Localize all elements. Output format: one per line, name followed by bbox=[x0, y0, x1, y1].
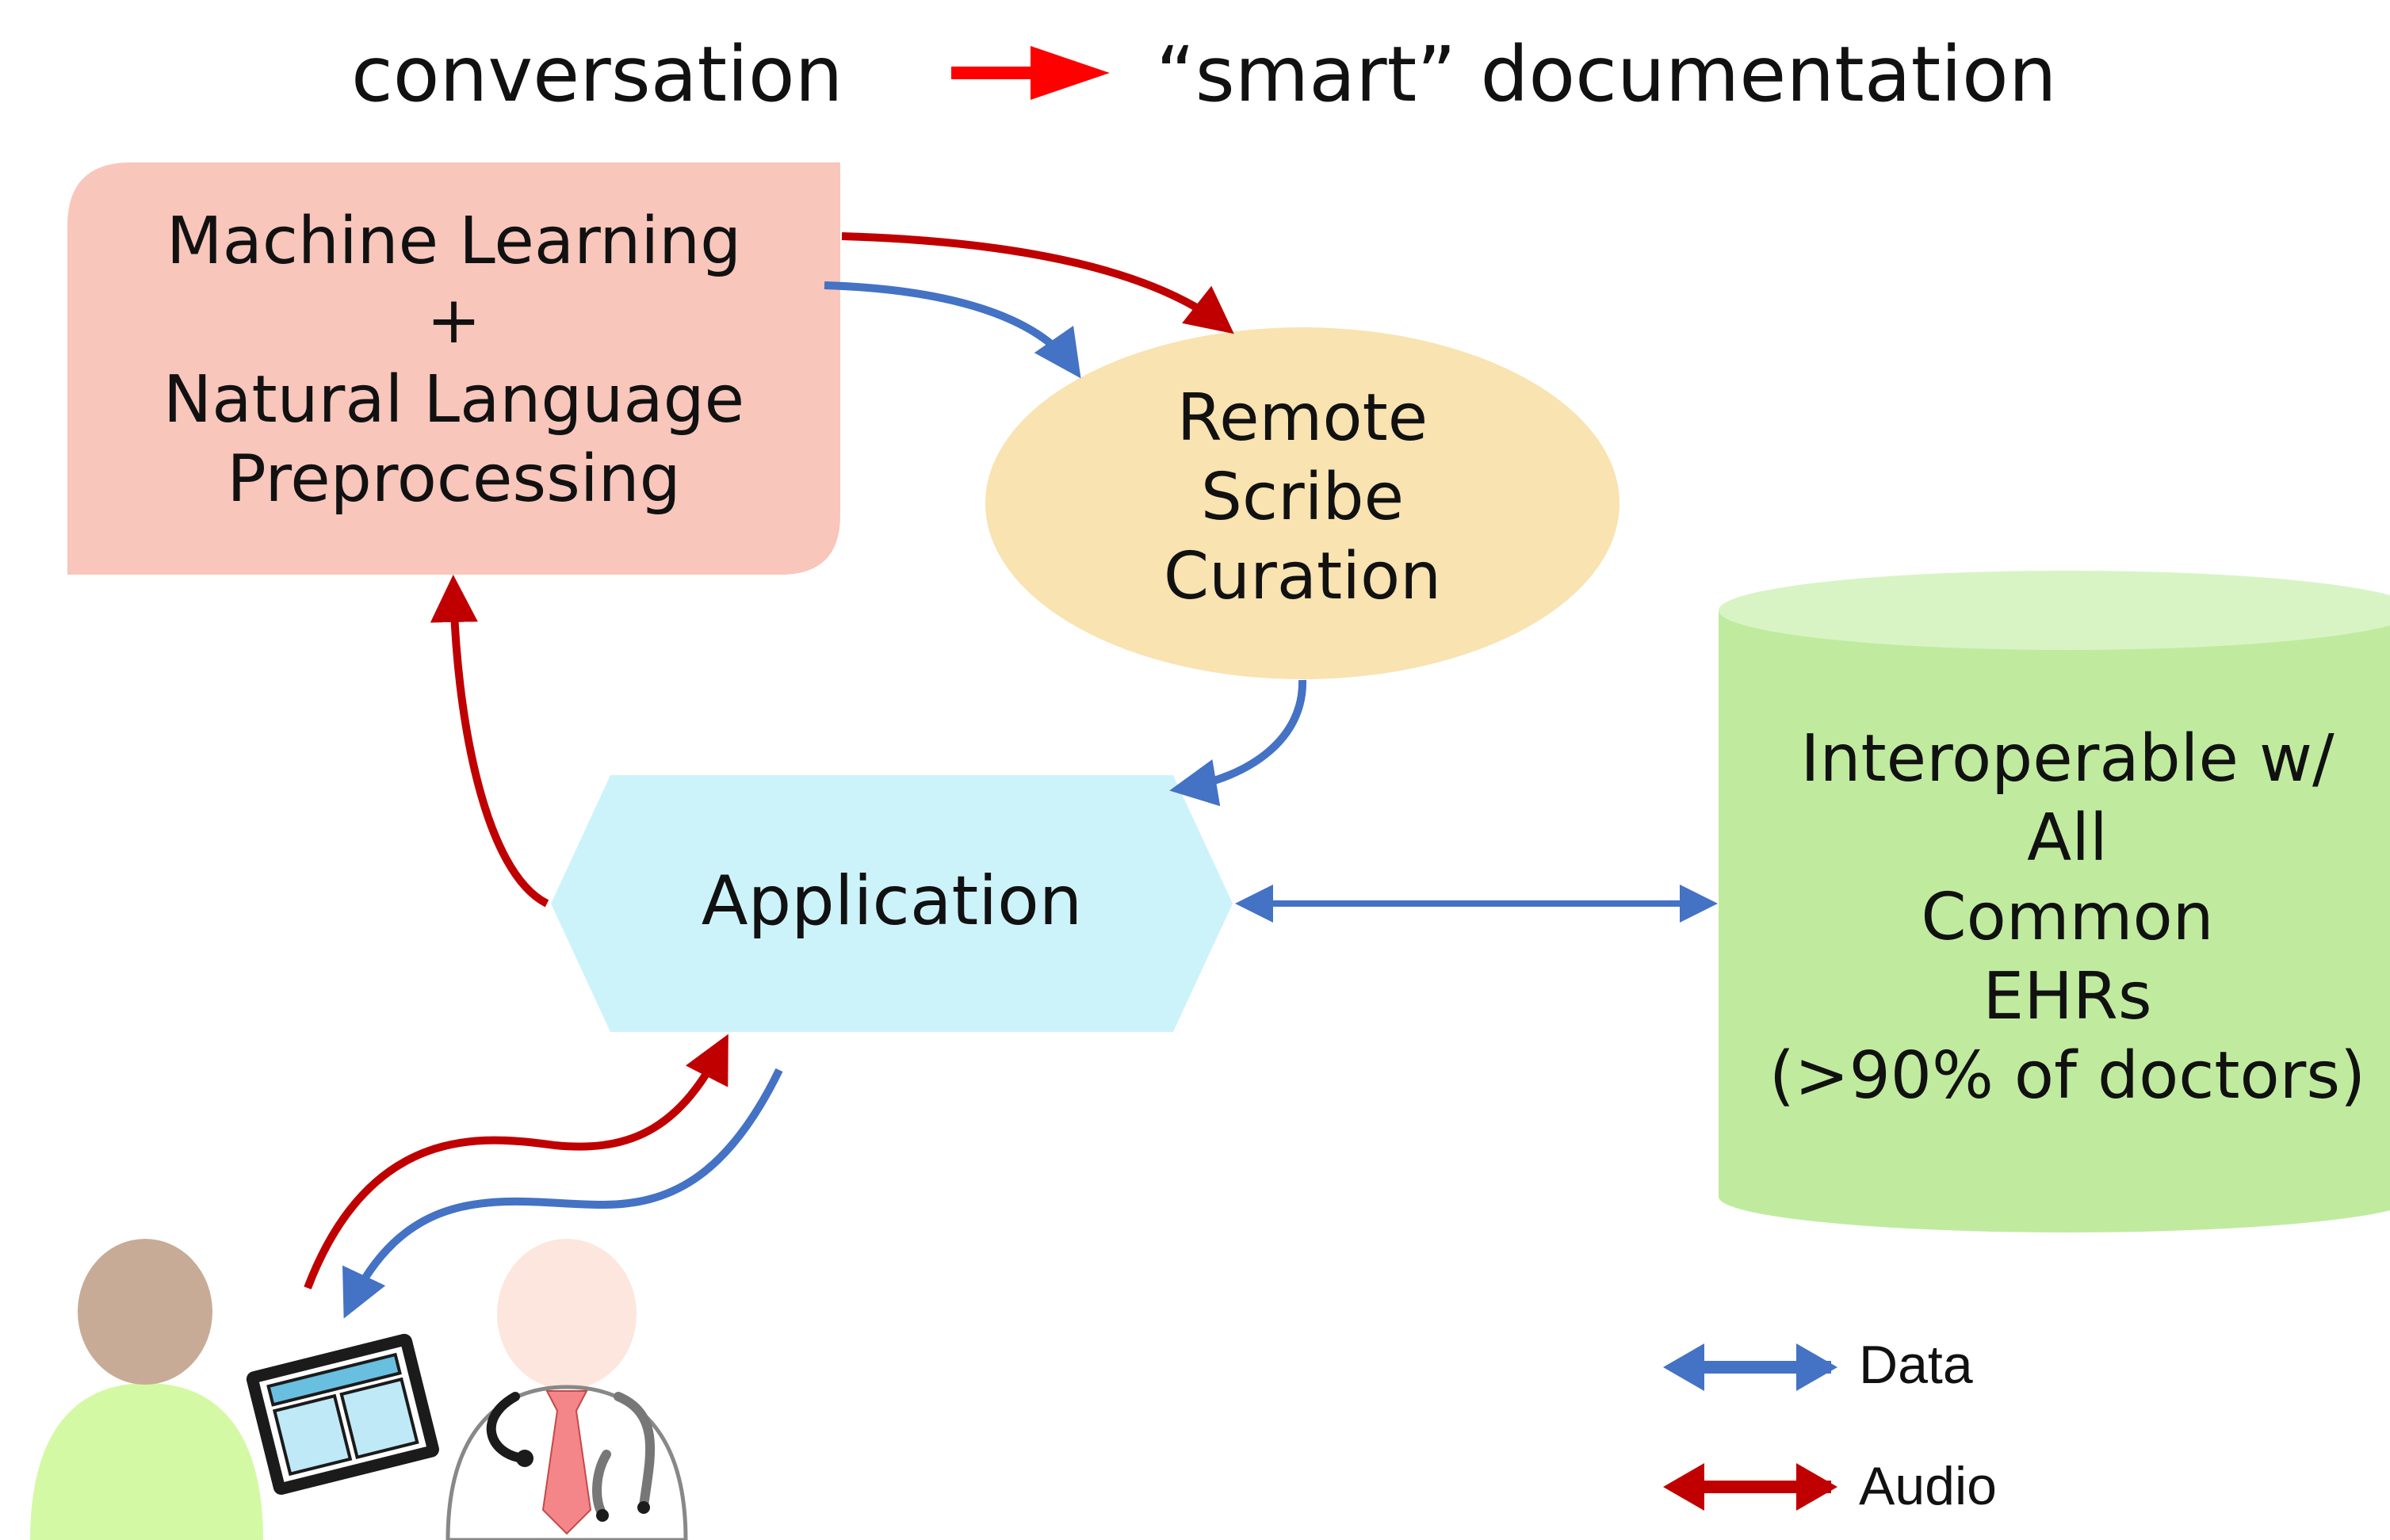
scribe-line: Curation bbox=[1163, 539, 1442, 615]
legend-audio-label: Audio bbox=[1859, 1456, 1997, 1516]
ml-box-label: Machine Learning + Natural Language Prep… bbox=[67, 202, 840, 519]
title-left: conversation bbox=[351, 30, 843, 119]
ehr-line: Common bbox=[1921, 880, 2214, 956]
legend-audio-marker bbox=[1663, 1463, 1837, 1511]
data-arrow-application-to-users bbox=[342, 1068, 783, 1319]
ml-line: + bbox=[426, 283, 481, 359]
legend-data-marker bbox=[1663, 1343, 1837, 1391]
legend-data-label: Data bbox=[1859, 1335, 1973, 1395]
scribe-line: Scribe bbox=[1200, 460, 1405, 536]
audio-arrow-users-to-application bbox=[304, 1034, 728, 1290]
scribe-label: Remote Scribe Curation bbox=[985, 379, 1619, 617]
ehr-cylinder bbox=[1719, 571, 2390, 1232]
ehr-line: Interoperable w/ bbox=[1800, 721, 2335, 797]
application-label: Application bbox=[701, 862, 1083, 941]
title-arrow bbox=[951, 46, 1110, 100]
ml-box bbox=[67, 162, 840, 575]
ehr-label: Interoperable w/ All Common EHRs (>90% o… bbox=[1719, 720, 2390, 1116]
ehr-line: All bbox=[2027, 801, 2108, 877]
scribe-line: Remote bbox=[1176, 380, 1428, 456]
audio-arrow-ml-to-scribe bbox=[841, 232, 1234, 334]
ehr-line: (>90% of doctors) bbox=[1769, 1038, 2366, 1114]
tablet-icon bbox=[246, 1333, 439, 1495]
ml-line: Preprocessing bbox=[227, 441, 681, 518]
ml-line: Machine Learning bbox=[166, 204, 742, 279]
application-hexagon bbox=[551, 775, 1233, 1032]
doctor-icon bbox=[445, 1239, 688, 1540]
audio-arrow-application-to-ml bbox=[430, 575, 549, 908]
data-arrow-scribe-to-application bbox=[1169, 679, 1307, 807]
ml-line: Natural Language bbox=[163, 362, 745, 438]
title-right: “smart” documentation bbox=[1156, 30, 2057, 119]
scribe-ellipse bbox=[985, 327, 1619, 679]
patient-icon bbox=[30, 1239, 263, 1540]
ehr-line: EHRs bbox=[1983, 959, 2152, 1035]
data-arrow-ml-to-scribe bbox=[824, 281, 1081, 379]
